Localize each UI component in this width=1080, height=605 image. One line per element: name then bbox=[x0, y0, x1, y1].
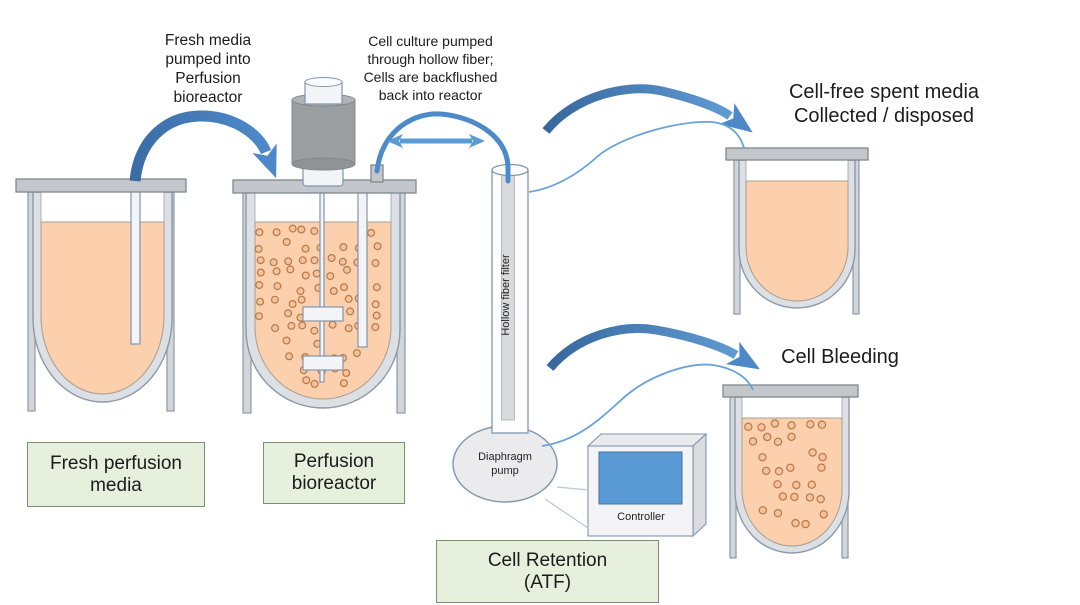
perfusion-bioreactor-vessel bbox=[232, 77, 417, 414]
suspended-cells bbox=[744, 419, 828, 529]
fresh-media-vessel bbox=[15, 178, 187, 412]
flow-lines bbox=[129, 84, 761, 529]
vessel-lid bbox=[722, 384, 859, 398]
stirrer-shaft bbox=[319, 191, 325, 383]
cell-bleed-vessel bbox=[722, 384, 859, 559]
dip-tube bbox=[130, 180, 141, 345]
hollow-fiber-filter bbox=[491, 163, 529, 434]
diaphragm-pump-label: Diaphragm pump bbox=[478, 451, 532, 477]
stirrer-motor bbox=[291, 77, 356, 187]
annotation-fresh-media-flow: Fresh media pumped into Perfusion biorea… bbox=[164, 32, 252, 106]
bleed-arrow bbox=[546, 324, 761, 371]
annotation-spent-media: Cell-free spent media Collected / dispos… bbox=[788, 81, 980, 127]
caption-fresh-perfusion-media: Fresh perfusion media bbox=[27, 442, 205, 507]
impeller-upper bbox=[302, 306, 344, 322]
recirculation-tube bbox=[374, 111, 511, 184]
permeate-arrow bbox=[542, 84, 753, 134]
controller-unit bbox=[586, 432, 708, 538]
controller-screen bbox=[598, 451, 683, 505]
caption-perfusion-bioreactor: Perfusion bioreactor bbox=[263, 442, 405, 504]
dip-tube bbox=[357, 180, 368, 348]
permeate-tube bbox=[528, 121, 745, 193]
hollow-fiber-filter-label: Hollow fiber filter bbox=[500, 254, 512, 336]
impeller-lower bbox=[302, 355, 344, 371]
pump-controller-cable bbox=[544, 498, 589, 529]
vessel-lid bbox=[15, 178, 187, 193]
pump-controller-cable bbox=[556, 486, 589, 491]
annotation-recirculation-flow: Cell culture pumped through hollow fiber… bbox=[363, 33, 498, 103]
annotation-cell-bleeding: Cell Bleeding bbox=[781, 346, 899, 368]
bleed-tube bbox=[541, 363, 754, 447]
fresh-media-arrow bbox=[129, 110, 277, 182]
caption-cell-retention-atf: Cell Retention (ATF) bbox=[436, 540, 659, 603]
controller-label: Controller bbox=[617, 511, 665, 523]
spent-media-vessel bbox=[725, 147, 869, 315]
vessel-lid bbox=[725, 147, 869, 161]
